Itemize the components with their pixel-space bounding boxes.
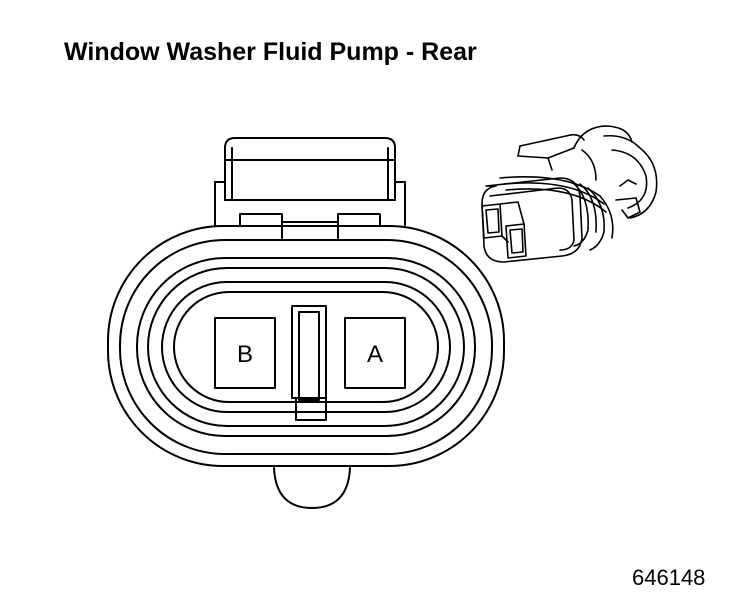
center-divider: [291, 305, 327, 421]
terminal-a-label: A: [367, 341, 383, 368]
seal-ring-outer: [136, 257, 476, 437]
figure-id: 646148: [632, 565, 706, 590]
locking-tab: [214, 137, 406, 239]
housing-outer: [107, 225, 505, 467]
connector-face-view: [107, 137, 505, 509]
diagram-title: Window Washer Fluid Pump - Rear: [64, 38, 477, 66]
seal-ring-inner: [161, 281, 451, 413]
terminal-b-label: B: [237, 341, 253, 368]
polarity-key: [273, 467, 351, 509]
connector-iso-view: [481, 125, 658, 263]
terminal-a-cavity: [344, 317, 406, 389]
cavity-face: [173, 291, 439, 403]
terminal-b-cavity: [214, 317, 276, 389]
seal-ring-middle: [147, 267, 465, 427]
housing-inner-rim: [119, 239, 493, 455]
